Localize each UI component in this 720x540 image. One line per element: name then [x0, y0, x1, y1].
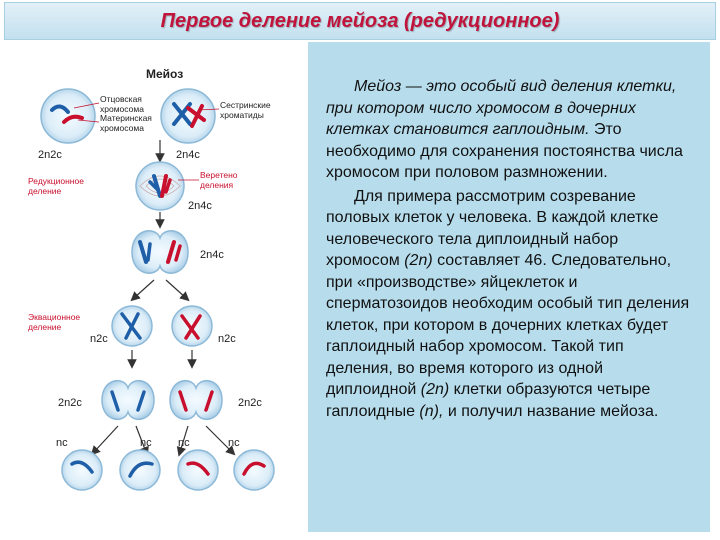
- meiosis-diagram: Мейоз Отцовская хромосома Материнская хр…: [28, 58, 298, 536]
- formula-2n2c-right: 2n2c: [238, 397, 262, 409]
- label-paternal: Отцовская хромосома: [100, 94, 144, 114]
- svg-text:деление: деление: [28, 186, 62, 196]
- formula-2n2c-left: 2n2c: [58, 397, 82, 409]
- cell-2n2c-top: [40, 88, 96, 144]
- svg-text:хромосома: хромосома: [100, 123, 144, 133]
- cell-dividing-left: [101, 379, 155, 421]
- label-sister: Сестринские хроматиды: [220, 100, 271, 120]
- cell-dividing-right: [169, 379, 223, 421]
- formula-n2c-left: n2c: [90, 333, 108, 345]
- paragraph-example: Для примера рассмотрим созревание половы…: [326, 187, 690, 420]
- cell-n2c-left: [111, 305, 153, 347]
- formula-nc-4: nc: [228, 437, 240, 449]
- cell-nc-1: [61, 449, 103, 491]
- cell-nc-2: [119, 449, 161, 491]
- definition-rest: Это необходимо для сохранения постоянств…: [326, 121, 683, 181]
- definition-text: Мейоз — это особый вид деления клетки, п…: [326, 78, 677, 138]
- formula-2n2c-top: 2n2c: [38, 149, 62, 161]
- label-reductional: Редукционное деление: [28, 176, 84, 196]
- cell-n2c-right: [171, 305, 213, 347]
- cell-2n4c-top: [160, 88, 216, 144]
- svg-text:деления: деления: [200, 180, 234, 190]
- svg-text:Эквационное: Эквационное: [28, 312, 80, 322]
- svg-text:Материнская: Материнская: [100, 113, 152, 123]
- formula-nc-2: nc: [140, 437, 152, 449]
- formula-nc-3: nc: [178, 437, 190, 449]
- svg-text:Отцовская: Отцовская: [100, 94, 142, 104]
- formula-2n4c-spindle: 2n4c: [188, 200, 212, 212]
- svg-text:Редукционное: Редукционное: [28, 176, 84, 186]
- label-maternal: Материнская хромосома: [100, 113, 152, 133]
- label-equational: Эквационное деление: [28, 312, 80, 332]
- title-bar: Первое деление мейоза (редукционное): [4, 2, 716, 40]
- formula-n2c-right: n2c: [218, 333, 236, 345]
- text-box: Мейоз — это особый вид деления клетки, п…: [308, 42, 710, 532]
- meiosis-diagram-svg: Мейоз Отцовская хромосома Материнская хр…: [28, 67, 275, 491]
- cell-nc-4: [233, 449, 275, 491]
- diagram-heading: Мейоз: [146, 67, 183, 81]
- formula-nc-1: nc: [56, 437, 68, 449]
- cell-dividing: [131, 230, 189, 274]
- label-spindle: Веретено деления: [200, 170, 238, 190]
- svg-text:Сестринские: Сестринские: [220, 100, 271, 110]
- svg-text:Веретено: Веретено: [200, 170, 238, 180]
- text-panel: Мейоз — это особый вид деления клетки, п…: [302, 42, 714, 536]
- svg-text:хроматиды: хроматиды: [220, 110, 264, 120]
- svg-text:деление: деление: [28, 322, 62, 332]
- cell-nc-3: [177, 449, 219, 491]
- paragraph-definition: Мейоз — это особый вид деления клетки, п…: [326, 76, 694, 184]
- formula-2n4c-split: 2n4c: [200, 249, 224, 261]
- svg-text:хромосома: хромосома: [100, 104, 144, 114]
- cell-spindle: [135, 161, 185, 211]
- formula-2n4c-top: 2n4c: [176, 149, 200, 161]
- page-title: Первое деление мейоза (редукционное): [160, 9, 560, 32]
